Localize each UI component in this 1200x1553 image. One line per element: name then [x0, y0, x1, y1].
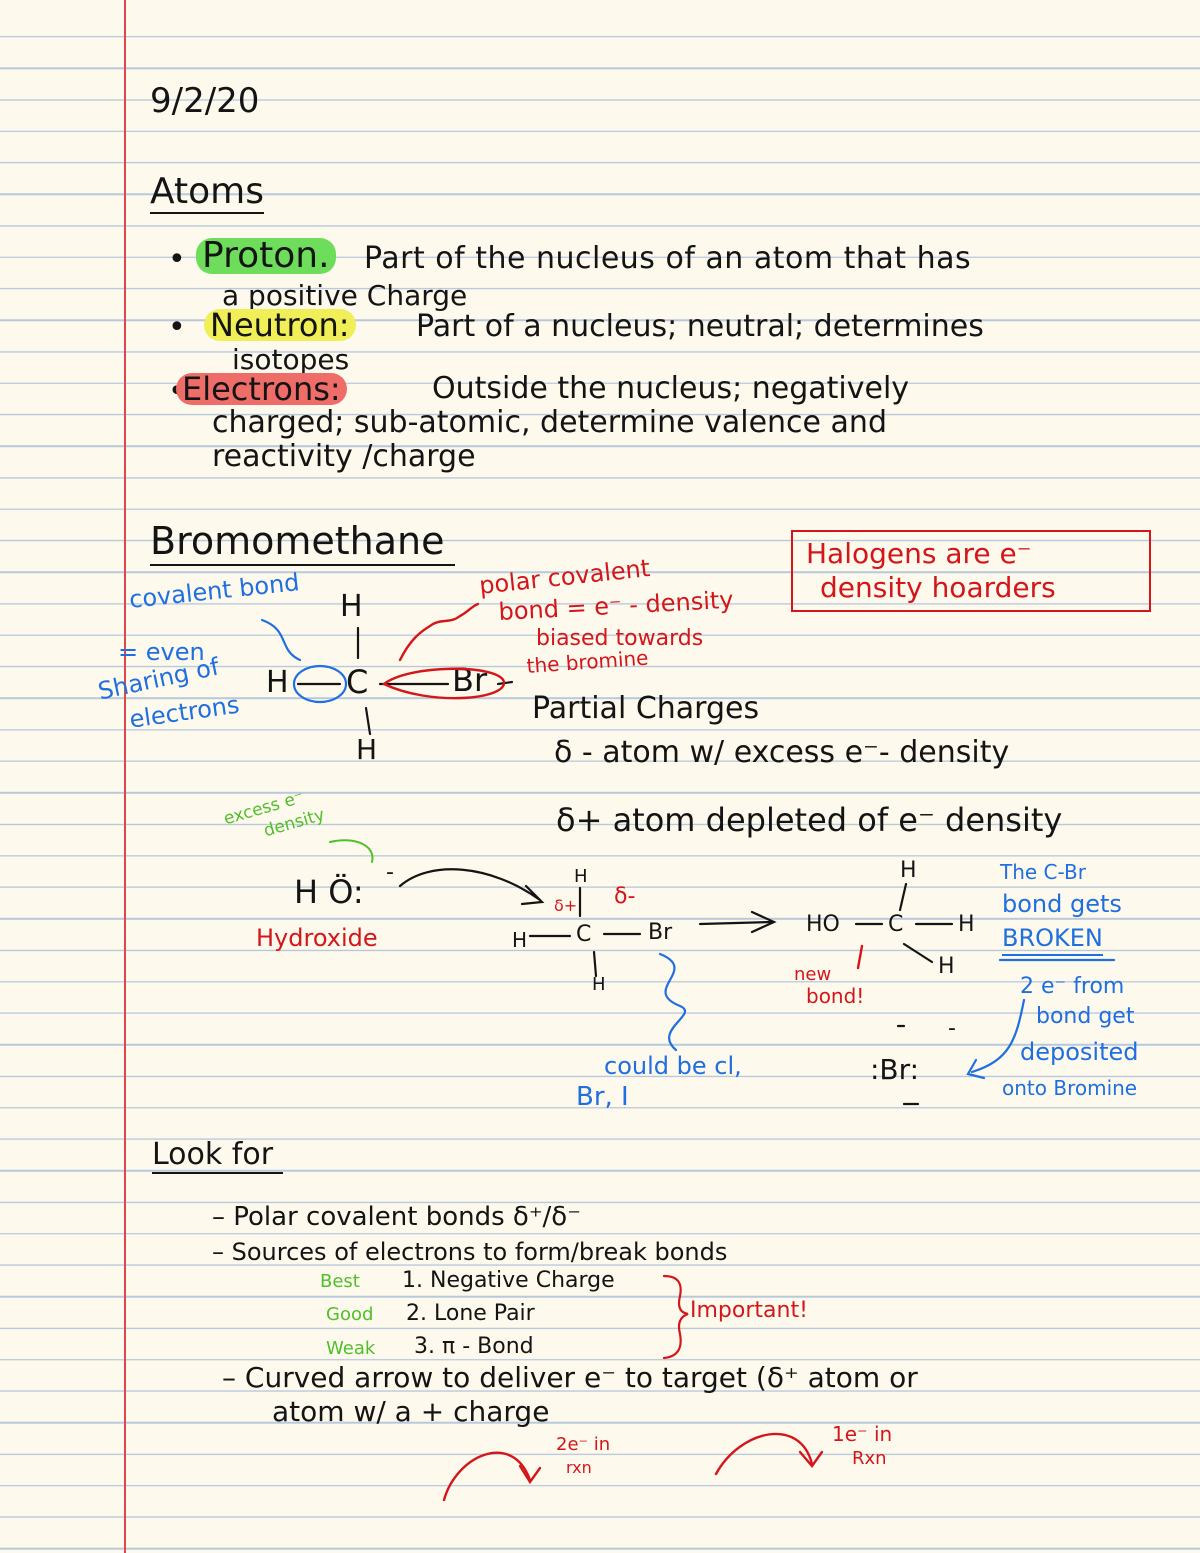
halogens-note-line2: density hoarders: [820, 571, 1056, 604]
even-sharing-label: = even: [118, 638, 205, 666]
bromomethane-h-bottom: H: [356, 733, 378, 766]
curved-arrow-2e: [442, 1451, 532, 1502]
bond-c-h-bottom: [364, 706, 372, 736]
product-ho: HO: [806, 912, 840, 937]
rank-best-text: 1. Negative Charge: [402, 1268, 615, 1293]
electrons-definition-line2: charged; sub-atomic, determine valence a…: [212, 405, 887, 440]
ranked-brace: [662, 1274, 689, 1360]
hydroxide-charge: -: [386, 860, 394, 885]
electrons-label: electrons: [127, 690, 242, 734]
bullet-neutron: •: [168, 310, 186, 345]
reactant-bromine: Br: [648, 920, 673, 945]
reactant-h-bottom: H: [592, 974, 606, 995]
neutron-definition-line2: isotopes: [232, 343, 350, 376]
electrons-note-line4: onto Bromine: [1002, 1076, 1138, 1100]
bromomethane-h-left: H: [266, 665, 289, 700]
bromomethane-h-top: H: [340, 589, 363, 624]
bromomethane-bromine: Br: [452, 661, 488, 699]
product-h-right: H: [958, 912, 975, 937]
bromide-ion: :Br:: [870, 1053, 920, 1086]
electrons-term: Electrons:: [176, 373, 347, 405]
atoms-heading: Atoms: [150, 171, 264, 214]
proton-definition-line2: a positive Charge: [222, 279, 468, 312]
neutron-definition-line1: Part of a nucleus; neutral; determines: [416, 309, 984, 344]
electrons-arrow: [970, 998, 1026, 1074]
reactant-h-top: H: [574, 866, 588, 887]
polar-covalent-line4: the bromine: [525, 645, 650, 678]
proton-term: Proton.: [196, 238, 336, 274]
covalent-bond-circle: [292, 664, 348, 704]
curved-arrow-line2: atom w/ a + charge: [272, 1395, 550, 1428]
bond-broken-line1: The C-Br: [1000, 860, 1086, 884]
date: 9/2/20: [150, 81, 260, 121]
reactant-carbon: C: [576, 922, 592, 947]
reactant-delta-plus: δ+: [554, 896, 578, 915]
halide-squiggle: [658, 952, 687, 1052]
bromomethane-carbon: C: [346, 663, 369, 701]
electrons-definition-line3: reactivity /charge: [212, 439, 476, 474]
halide-note-line1: could be cl,: [604, 1052, 742, 1080]
electrons-definition-line1: Outside the nucleus; negatively: [432, 371, 910, 406]
electrons-note-line2: bond get: [1036, 1004, 1135, 1029]
arrow-label-2e-line2: rxn: [566, 1458, 592, 1477]
bullet-proton: •: [168, 242, 186, 277]
product-h-lower: H: [938, 954, 955, 979]
hydroxide-attack-arrow: [398, 868, 542, 902]
covalent-bond-label: covalent bond: [127, 568, 301, 614]
look-for-item-sources: – Sources of electrons to form/break bon…: [212, 1238, 728, 1266]
rank-best: Best: [320, 1271, 360, 1292]
neutron-term: Neutron:: [204, 309, 356, 341]
halogens-note-line1: Halogens are e⁻: [806, 537, 1032, 570]
proton-definition-line1: Part of the nucleus of an atom that has: [364, 241, 972, 276]
partial-charges-heading: Partial Charges: [532, 691, 760, 726]
curved-arrow-line1: – Curved arrow to deliver e⁻ to target (…: [222, 1361, 918, 1394]
notebook-margin-line: [124, 0, 126, 1553]
electrons-note-line1: 2 e⁻ from: [1020, 974, 1125, 999]
electrons-note-line3: deposited: [1020, 1038, 1139, 1066]
rank-weak: Weak: [326, 1338, 376, 1359]
important-note: Important!: [690, 1298, 808, 1323]
rank-weak-text: 3. π - Bond: [414, 1334, 534, 1359]
rank-good-text: 2. Lone Pair: [406, 1301, 535, 1326]
polar-covalent-line3: biased towards: [536, 626, 704, 651]
new-bond-line1: new: [794, 964, 832, 985]
delta-minus-definition: δ - atom w/ excess e⁻- density: [554, 735, 1010, 770]
reactant-h-left: H: [512, 928, 528, 952]
bond-broken-line3: BROKEN: [1002, 926, 1103, 956]
new-bond-line2: bond!: [806, 984, 865, 1008]
arrow-label-2e-line1: 2e⁻ in: [556, 1434, 611, 1455]
reaction-arrow: [698, 920, 774, 926]
reactant-delta-minus: δ-: [614, 884, 636, 909]
curved-arrow-1e: [714, 1432, 814, 1476]
bromide-charge: -: [948, 1016, 956, 1041]
look-for-heading: Look for: [152, 1140, 284, 1174]
arrow-label-1e-line2: Rxn: [852, 1448, 887, 1469]
product-h-top: H: [900, 858, 917, 883]
bromomethane-heading: Bromomethane: [150, 522, 455, 566]
hydroxide-label: Hydroxide: [256, 924, 378, 952]
product-carbon: C: [888, 912, 904, 937]
halide-note-line2: Br, I: [576, 1082, 629, 1112]
rank-good: Good: [326, 1304, 374, 1325]
hydroxide-formula: H Ö:: [294, 873, 364, 911]
delta-plus-definition: δ+ atom depleted of e⁻ density: [556, 801, 1063, 839]
arrow-label-1e-line1: 1e⁻ in: [832, 1422, 893, 1446]
look-for-item-polar: – Polar covalent bonds δ⁺/δ⁻: [212, 1202, 581, 1232]
bond-broken-line2: bond gets: [1002, 890, 1122, 918]
halogens-note-box: [791, 530, 1151, 612]
